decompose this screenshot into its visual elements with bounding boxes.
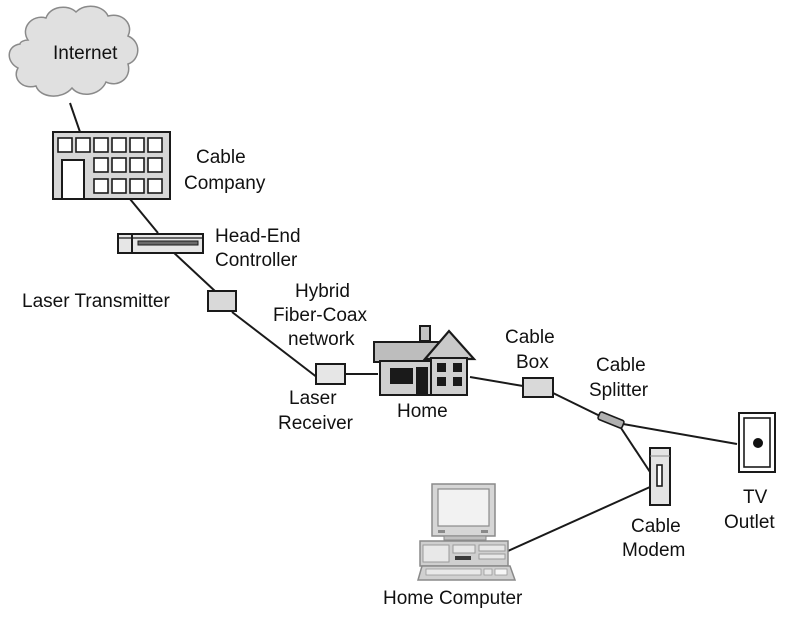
edge-splitter-tv-outlet (622, 423, 738, 445)
edge-modem-computer (507, 486, 651, 552)
laser-transmitter-label: Laser Transmitter (22, 291, 170, 312)
cable-company-node[interactable]: Cable Company (52, 131, 266, 200)
cable-splitter-label-line1: Cable (596, 355, 646, 376)
head-end-node[interactable]: Head-End Controller (117, 226, 301, 271)
cable-box-label-line2: Box (516, 352, 549, 373)
cable-splitter-node[interactable]: Cable Splitter (589, 355, 649, 429)
tv-outlet-label-line2: Outlet (724, 512, 775, 533)
splitter-icon (597, 411, 625, 429)
home-computer-label: Home Computer (383, 588, 523, 609)
laser-transmitter-node[interactable]: Laser Transmitter (22, 290, 237, 312)
cable-box-label-line1: Cable (505, 327, 555, 348)
cable-company-label-line2: Company (184, 173, 266, 194)
edge-splitter-modem (620, 427, 651, 473)
internet-node[interactable]: Internet (8, 5, 139, 97)
head-end-label-line1: Head-End (215, 226, 301, 247)
cable-company-label-line1: Cable (196, 147, 246, 168)
hfc-network-label: Hybrid Fiber-Coax network (273, 281, 367, 350)
house-icon (373, 325, 477, 396)
box-icon (207, 290, 237, 312)
modem-icon (649, 447, 671, 506)
laser-receiver-label-line1: Laser (289, 388, 337, 409)
building-icon (52, 131, 171, 200)
head-end-label-line2: Controller (215, 250, 298, 271)
cable-box-node[interactable]: Cable Box (505, 327, 555, 398)
hfc-label-line1: Hybrid (295, 281, 350, 302)
hfc-label-line2: Fiber-Coax (273, 305, 367, 326)
hfc-label-line3: network (288, 329, 355, 350)
internet-label: Internet (53, 43, 118, 64)
connections (69, 102, 738, 552)
desktop-computer-icon (417, 483, 517, 581)
box-icon (522, 377, 554, 398)
cable-modem-label-line1: Cable (631, 516, 681, 537)
cloud-icon (8, 5, 139, 97)
cable-modem-label-line2: Modem (622, 540, 685, 561)
laser-receiver-node[interactable]: Laser Receiver (278, 363, 354, 434)
cable-modem-node[interactable]: Cable Modem (622, 447, 685, 561)
laser-receiver-label-line2: Receiver (278, 413, 354, 434)
rack-device-icon (117, 233, 204, 254)
door (61, 159, 85, 200)
edge-head-end-laser-transmitter (171, 250, 217, 293)
cable-splitter-label-line2: Splitter (589, 380, 649, 401)
edge-cable-company-head-end (129, 198, 159, 234)
wall-outlet-icon (738, 412, 776, 473)
tv-outlet-label-line1: TV (743, 487, 768, 508)
box-icon (315, 363, 346, 385)
home-computer-node[interactable]: Home Computer (383, 483, 523, 609)
home-node[interactable]: Home (373, 325, 477, 422)
home-label: Home (397, 401, 448, 422)
edge-cable-box-splitter (552, 392, 601, 417)
tv-outlet-node[interactable]: TV Outlet (724, 412, 776, 533)
edge-home-cable-box (469, 376, 524, 387)
edge-laser-transmitter-laser-receiver (231, 311, 319, 379)
edge-internet-cable-company (69, 102, 81, 133)
